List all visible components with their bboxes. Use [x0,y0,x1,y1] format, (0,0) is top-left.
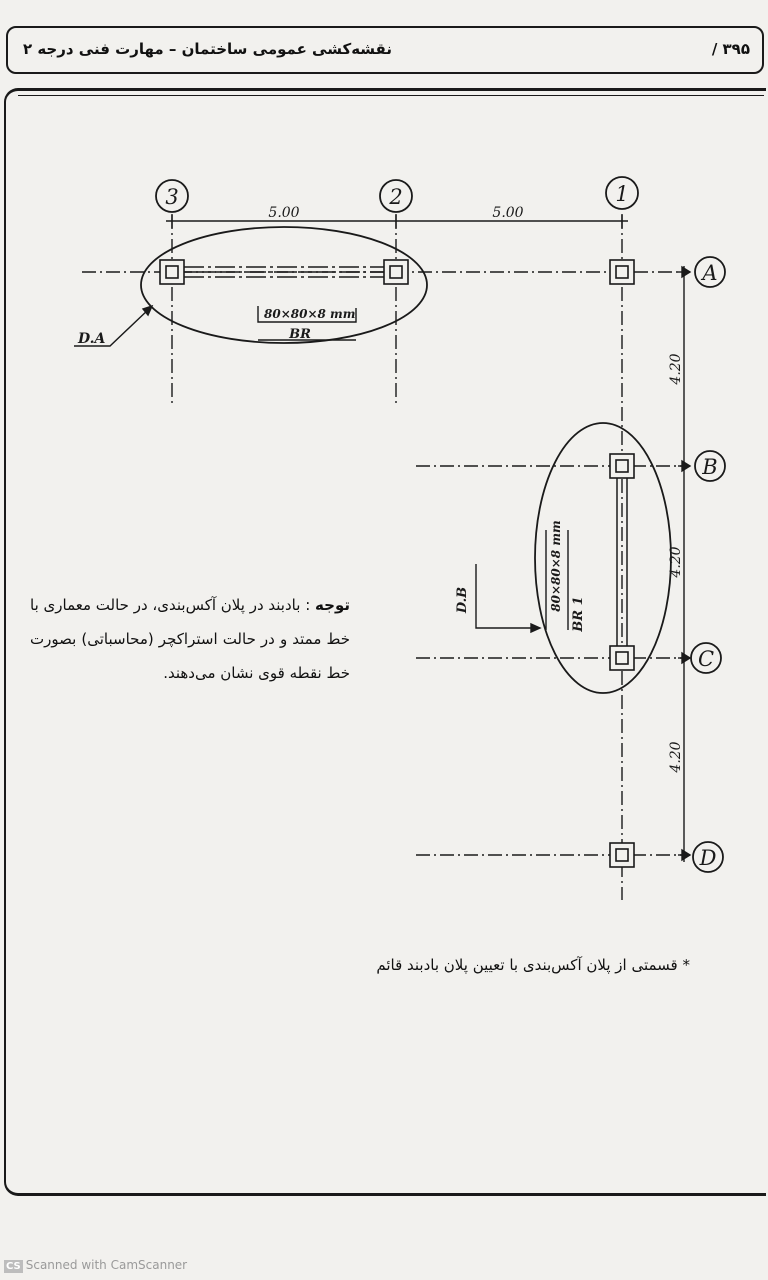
detail-a-brace: BR [288,327,311,342]
leader-da [74,307,151,347]
page-header: نقشه‌کشی عمومی ساختمان – مهارت فنی درجه … [6,26,764,74]
note-paragraph: توجه : بادبند در پلان آکس‌بندی، در حالت … [30,588,350,690]
detail-a-section: 80×80×8 mm [264,307,355,321]
row-label-d: D [699,846,717,870]
watermark-text: Scanned with CamScanner [25,1258,188,1272]
dimension-x-1: 5.00 [268,205,299,221]
column-plates [159,259,635,868]
column-label-2: 2 [388,185,402,209]
column-label-1: 1 [615,182,628,206]
header-title: نقشه‌کشی عمومی ساختمان – مهارت فنی درجه … [22,40,392,58]
brace-br1 [616,478,628,646]
note-text: : بادبند در پلان آکس‌بندی، در حالت معمار… [30,596,350,682]
detail-b-label: D.B [455,587,470,614]
detail-ellipse-b [534,422,672,694]
note-label: توجه [315,596,350,614]
row-bubble-B [694,450,726,482]
dimension-y-1: 4.20 [668,353,684,385]
column-bubble-3 [155,179,189,213]
row-label-a: A [700,261,717,285]
detail-b-brace: BR 1 [571,596,586,632]
row-label-b: B [701,455,717,479]
dimension-x-2: 5.00 [492,205,523,221]
detail-a-label: D.A [77,331,106,347]
detail-ellipse-a [140,226,428,344]
header-page-number: ۳۹۵ / [711,40,750,58]
dimension-y-2: 4.20 [668,546,684,578]
row-bubble-A [694,256,726,288]
camscanner-logo-icon: CS [4,1260,23,1273]
figure-caption: * قسمتی از پلان آکس‌بندی با تعیین پلان ب… [376,956,690,974]
column-label-3: 3 [165,185,178,209]
leader-section-a [257,306,357,323]
page-frame [4,88,766,1196]
column-bubble-2 [379,179,413,213]
row-bubble-D [692,841,724,873]
detail-b-section: 80×80×8 mm [549,520,563,611]
dimension-y-3: 4.20 [668,741,684,773]
brace-br [184,266,384,278]
leader-db [475,564,538,629]
row-label-c: C [698,647,714,671]
frame-top-line [18,95,764,96]
column-bubble-1 [605,176,639,210]
